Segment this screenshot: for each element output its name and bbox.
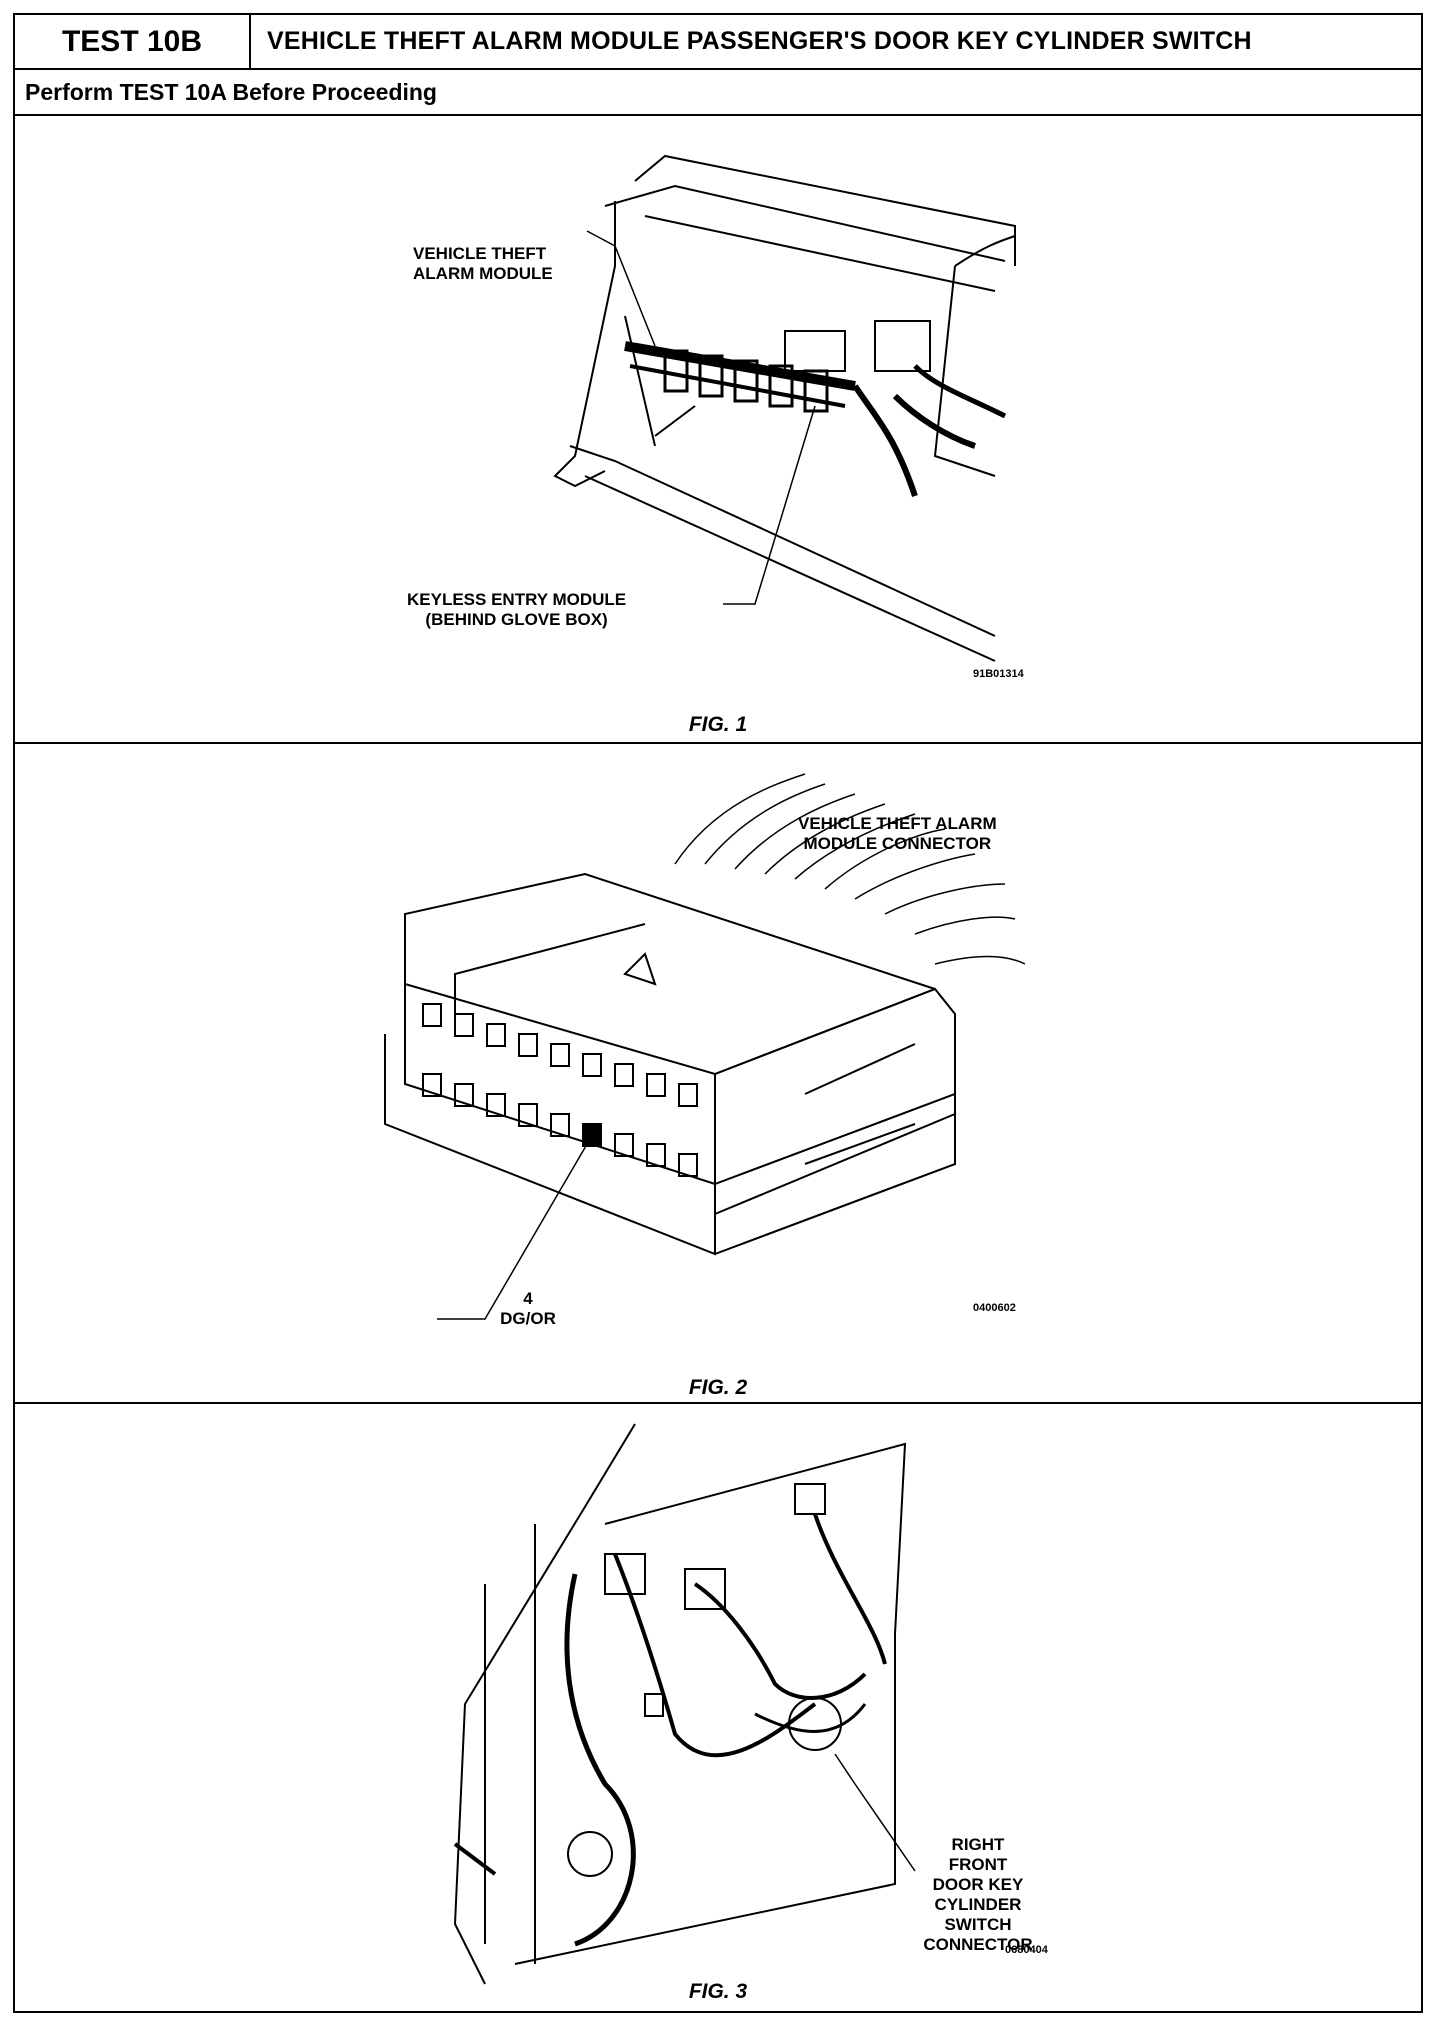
- callout-text: VEHICLE THEFT ALARM MODULE: [413, 244, 553, 283]
- test-number: TEST 10B: [15, 15, 251, 68]
- callout-text: 4 DG/OR: [500, 1289, 556, 1328]
- right-front-door-key-cylinder-switch-connector-label: RIGHT FRONT DOOR KEY CYLINDER SWITCH CON…: [923, 1835, 1033, 1955]
- terminal-4-label: 4 DG/OR: [493, 1289, 563, 1329]
- connector-illustration: [384, 773, 1026, 1320]
- test-page-frame: TEST 10B VEHICLE THEFT ALARM MODULE PASS…: [13, 13, 1423, 2013]
- figure-3-code: 0680404: [1005, 1944, 1048, 1956]
- callout-text: RIGHT FRONT DOOR KEY CYLINDER SWITCH CON…: [923, 1835, 1033, 1954]
- figure-2-code: 0400602: [973, 1302, 1016, 1314]
- door-wiring-illustration: [453, 1423, 916, 1985]
- test-header: TEST 10B VEHICLE THEFT ALARM MODULE PASS…: [15, 15, 1421, 70]
- figure-1-panel: VEHICLE THEFT ALARM MODULE KEYLESS ENTRY…: [15, 116, 1421, 744]
- figure-1-caption: FIG. 1: [688, 713, 748, 736]
- callout-text: VEHICLE THEFT ALARM MODULE CONNECTOR: [798, 814, 997, 853]
- alarm-module-connector-label: VEHICLE THEFT ALARM MODULE CONNECTOR: [798, 814, 997, 854]
- figure-3-panel: RIGHT FRONT DOOR KEY CYLINDER SWITCH CON…: [15, 1404, 1421, 2011]
- keyless-entry-module-label: KEYLESS ENTRY MODULE (BEHIND GLOVE BOX): [407, 590, 626, 630]
- callout-text: KEYLESS ENTRY MODULE (BEHIND GLOVE BOX): [407, 590, 627, 629]
- figure-2-panel: VEHICLE THEFT ALARM MODULE CONNECTOR 4 D…: [15, 744, 1421, 1404]
- vehicle-theft-alarm-module-label: VEHICLE THEFT ALARM MODULE: [413, 244, 553, 284]
- dashboard-wiring-illustration: [553, 154, 1016, 662]
- figure-2-caption: FIG. 2: [688, 1376, 748, 1399]
- test-title: VEHICLE THEFT ALARM MODULE PASSENGER'S D…: [267, 27, 1252, 55]
- figure-1-code: 91B01314: [973, 668, 1024, 680]
- figure-3-caption: FIG. 3: [688, 1980, 748, 2003]
- prerequisite-note: Perform TEST 10A Before Proceeding: [15, 70, 1421, 116]
